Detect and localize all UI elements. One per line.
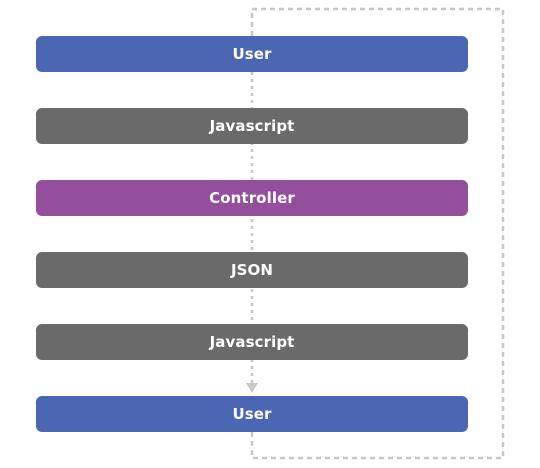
controller-box-label: Controller (209, 189, 295, 207)
user-box-bottom-label: User (232, 405, 272, 423)
javascript-box-top: Javascript (36, 108, 468, 144)
json-box: JSON (36, 252, 468, 288)
json-box-label: JSON (230, 261, 274, 279)
user-box-bottom: User (36, 396, 468, 432)
user-box-top-label: User (232, 45, 272, 63)
javascript-box-top-label: Javascript (209, 117, 295, 135)
user-box-top: User (36, 36, 468, 72)
return-loop-connector (250, 7, 505, 460)
controller-box: Controller (36, 180, 468, 216)
javascript-box-bottom: Javascript (36, 324, 468, 360)
javascript-box-bottom-label: Javascript (209, 333, 295, 351)
arrowhead-icon (246, 383, 258, 393)
